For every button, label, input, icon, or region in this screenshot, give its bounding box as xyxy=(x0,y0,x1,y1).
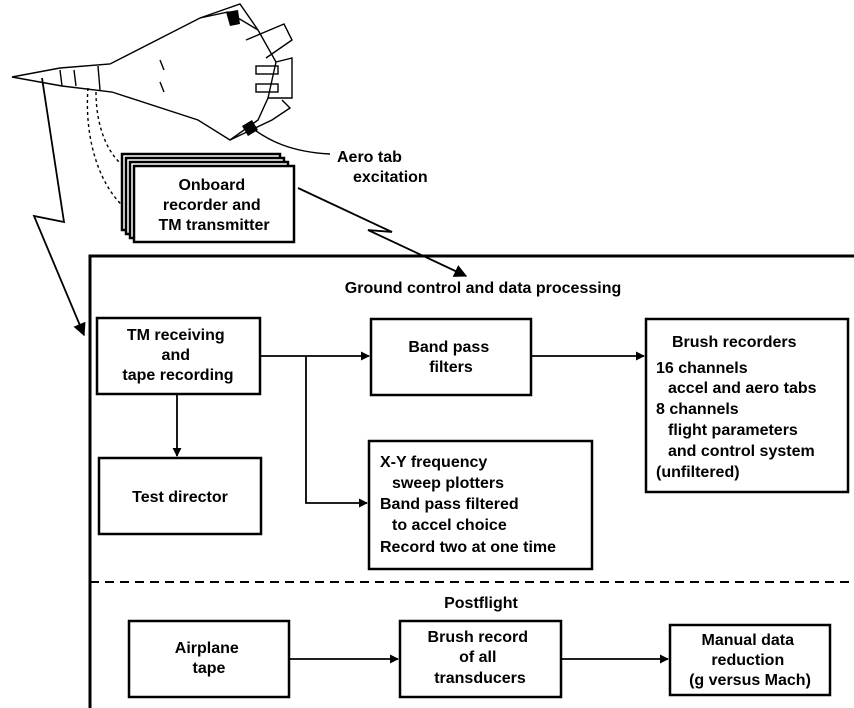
aero-tab-label: Aero tab excitation xyxy=(337,149,428,186)
tm-receiving-box: TM receiving and tape recording xyxy=(95,316,262,396)
ground-frame xyxy=(88,254,854,708)
svg-text:Band pass filters: Band pass filters xyxy=(408,339,493,376)
aero-tab-leader xyxy=(251,127,331,155)
manual-reduction-box: Manual data reduction (g versus Mach) xyxy=(668,623,832,697)
postflight-title: Postflight xyxy=(444,595,518,612)
svg-text:Onboard recorder and: Onboard recorder and TM transmitter xyxy=(158,177,269,234)
lightning-link-icon xyxy=(297,187,468,277)
lightning-link-icon xyxy=(32,77,86,337)
svg-text:Manual data reduction: Manual data reduction (g versus Mach) xyxy=(689,632,811,689)
ground-title: Ground control and data processing xyxy=(345,280,621,297)
svg-text:TM receiving and t: TM receiving and tape recording xyxy=(122,327,233,384)
f-111-aircraft-icon xyxy=(11,3,293,213)
svg-text:Brush recorders 16 chann: Brush recorders 16 channels accel and ae… xyxy=(656,334,821,481)
svg-text:Test director: Test director xyxy=(132,489,228,506)
tm-to-plotters-arrow xyxy=(305,356,368,508)
svg-text:Airplane tape: Airplane tape xyxy=(175,640,243,677)
airplane-tape-box: Airplane tape xyxy=(127,619,291,699)
test-director-box: Test director xyxy=(97,456,263,536)
band-pass-box: Band pass filters xyxy=(369,317,533,397)
brush-recorders-box: Brush recorders 16 channels accel and ae… xyxy=(644,317,850,494)
onboard-recorder-box: Onboard recorder and TM transmitter xyxy=(120,152,296,244)
svg-text:Brush record of all: Brush record of all transducers xyxy=(428,629,533,687)
brush-record-box: Brush record of all transducers xyxy=(398,619,563,699)
svg-text:X-Y frequency sweep plot: X-Y frequency sweep plotters Band pass f… xyxy=(380,454,556,556)
xy-plotters-box: X-Y frequency sweep plotters Band pass f… xyxy=(367,439,594,571)
